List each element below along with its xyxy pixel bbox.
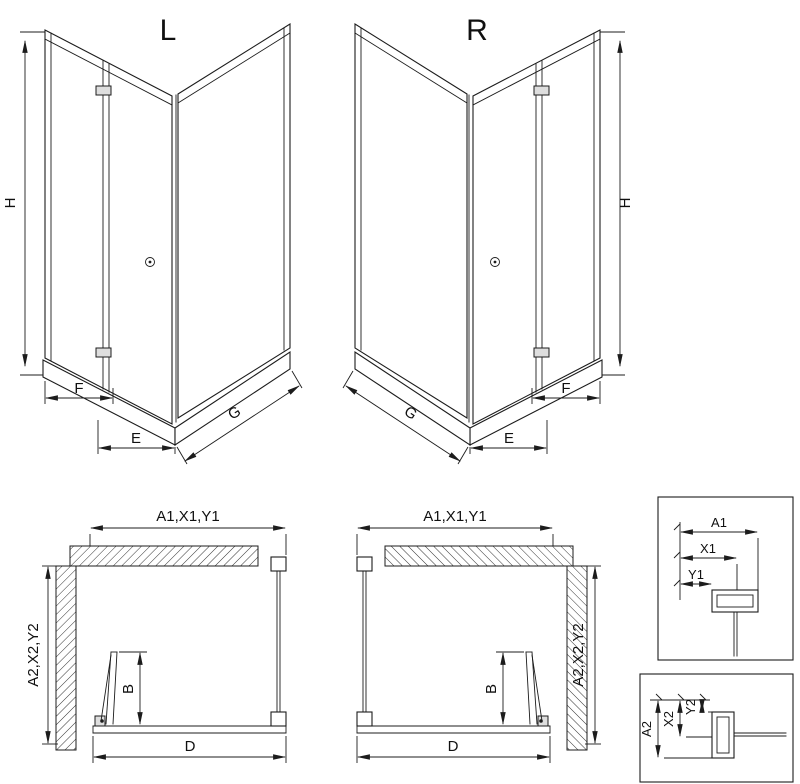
wall-tick-3 bbox=[673, 579, 681, 587]
dim-label-H-right: H bbox=[617, 198, 634, 209]
dim-label-E-right: E bbox=[504, 430, 514, 447]
dim-label-D-right: D bbox=[448, 738, 459, 755]
wall-tick-4 bbox=[655, 693, 663, 701]
dim-label-depth-right: A2,X2,Y2 bbox=[570, 623, 587, 686]
plan-view-right: A1,X1,Y1 A2,X2,Y2 B D bbox=[357, 508, 601, 763]
dim-label-H-left: H bbox=[2, 198, 19, 209]
wall-profile-inner bbox=[716, 594, 754, 608]
detail-label-X2: X2 bbox=[661, 711, 676, 727]
wall-profile-inner-2 bbox=[716, 716, 730, 754]
wall-tick-1 bbox=[673, 523, 681, 531]
detail-box-width: A1 X1 Y1 bbox=[657, 496, 794, 661]
dim-label-depth-left: A2,X2,Y2 bbox=[25, 623, 42, 686]
view-title-L: L bbox=[160, 14, 177, 47]
iso-view-right: R H F E G bbox=[343, 14, 634, 464]
plan-left-geometry bbox=[42, 528, 286, 763]
dim-label-B-right: B bbox=[483, 684, 500, 694]
view-title-R: R bbox=[466, 14, 488, 47]
dim-label-width-right: A1,X1,Y1 bbox=[423, 508, 486, 525]
dim-label-B-left: B bbox=[120, 684, 137, 694]
dim-label-E-left: E bbox=[131, 430, 141, 447]
detail-width-frame bbox=[657, 496, 794, 661]
dim-label-D-left: D bbox=[185, 738, 196, 755]
detail-label-Y2: Y2 bbox=[683, 699, 698, 715]
wall-tick-6 bbox=[699, 693, 707, 701]
detail-label-Y1: Y1 bbox=[688, 567, 704, 582]
plan-view-left: A1,X1,Y1 A2,X2,Y2 B D bbox=[25, 508, 286, 763]
detail-label-A2: A2 bbox=[639, 721, 654, 737]
dim-label-width-left: A1,X1,Y1 bbox=[156, 508, 219, 525]
dim-label-F-left: F bbox=[74, 380, 83, 397]
iso-left-geometry bbox=[20, 24, 302, 464]
detail-depth-frame bbox=[639, 673, 794, 783]
wall-tick-5 bbox=[677, 693, 685, 701]
detail-label-A1: A1 bbox=[711, 515, 727, 530]
iso-view-left: L H F E G bbox=[2, 14, 302, 464]
wall-tick-2 bbox=[673, 551, 681, 559]
iso-right-geometry bbox=[343, 24, 625, 464]
detail-label-X1: X1 bbox=[700, 541, 716, 556]
detail-box-depth: A2 X2 Y2 bbox=[639, 673, 794, 783]
plan-right-geometry bbox=[357, 528, 601, 763]
dim-label-F-right: F bbox=[561, 380, 570, 397]
